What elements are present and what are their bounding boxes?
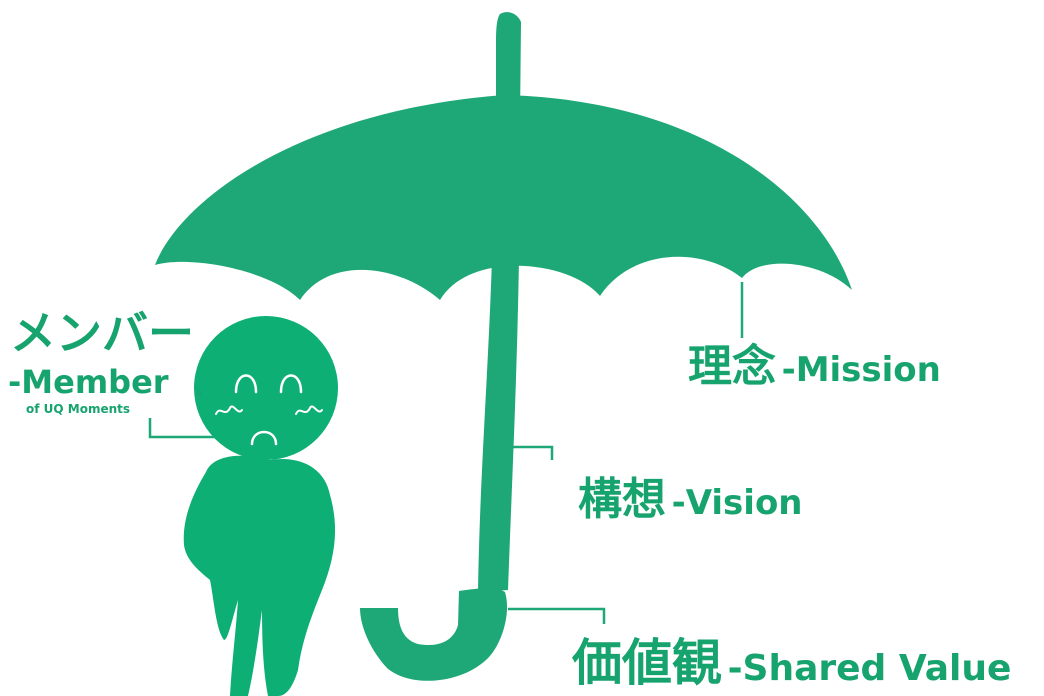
vision-label: 構想 -Vision	[578, 478, 803, 522]
person-cheeks	[215, 405, 323, 415]
mission-label: 理念 -Mission	[688, 345, 941, 389]
mission-en: -Mission	[781, 350, 941, 390]
umbrella-shaft	[478, 258, 519, 592]
shared-value-en: -Shared Value	[727, 648, 1012, 689]
mission-jp: 理念	[688, 341, 776, 392]
shared-value-jp: 価値観	[572, 634, 722, 692]
person-head	[194, 316, 338, 460]
shared-value-connector	[508, 607, 606, 624]
shared-value-label: 価値観 -Shared Value	[572, 638, 1011, 688]
umbrella-icon	[155, 12, 852, 681]
umbrella-tip	[496, 12, 521, 120]
person-eyes	[234, 374, 303, 394]
members-en: -Member	[8, 363, 169, 401]
members-en-suffix: s	[196, 388, 202, 399]
vision-connector	[508, 445, 554, 460]
umbrella-handle	[360, 588, 508, 681]
members-connector	[148, 418, 218, 439]
umbrella-canopy	[155, 95, 852, 300]
vision-jp: 構想	[578, 474, 666, 525]
vision-en: -Vision	[671, 483, 803, 523]
members-subtitle: of UQ Moments	[26, 402, 131, 416]
members-jp: メンバー	[10, 306, 194, 360]
person-body	[183, 455, 336, 696]
person-mouth	[250, 430, 278, 446]
connector-lines	[148, 282, 744, 624]
person-figure-icon	[183, 316, 338, 696]
